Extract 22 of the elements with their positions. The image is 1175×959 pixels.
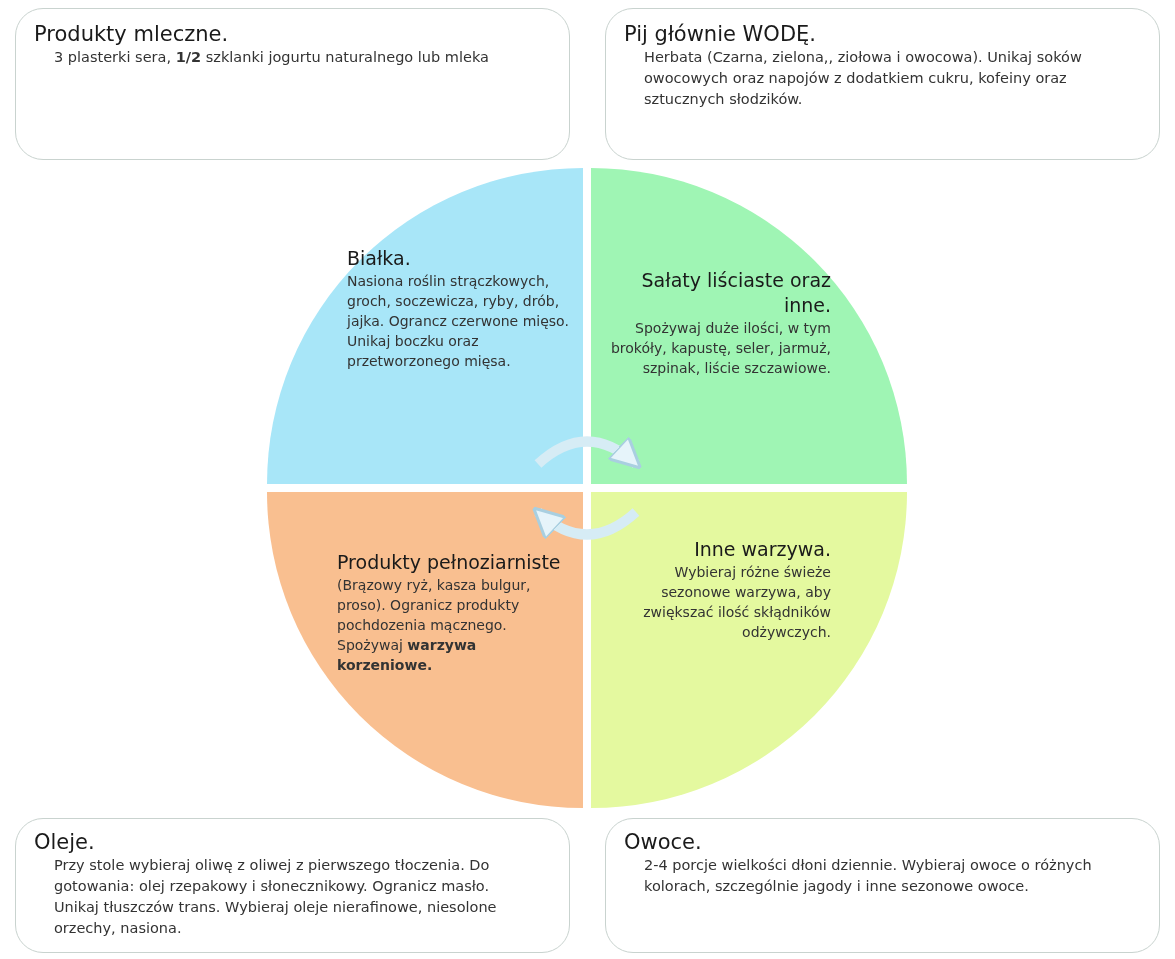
card-text: 3 plasterki sera, 1/2 szklanki jogurtu naturalnego lub mleka	[53, 48, 490, 67]
curved-arrow	[534, 435, 643, 470]
card-text: Przy stole wybieraj oliwę z oliwej z pierwszego tłoczenia. Do gotowania: olej rzepakowy i słonecznikowy. Ogranicz masło. Unikaj tłuszczów trans. Wybieraj oleje nierafinowe, niesolone orzechy, nasiona.	[53, 856, 498, 938]
card-text: 2-4 porcje wielkości dłoni dziennie. Wybieraj owoce o różnych kolorach, szczególnie jagody i inne sezonowe owoce.	[643, 856, 1093, 896]
card-heading: Oleje.	[34, 829, 96, 855]
card-heading: Produkty pełnoziarniste	[337, 550, 562, 575]
info-card	[605, 8, 1160, 160]
card-heading: Sałaty liściaste oraz inne.	[640, 268, 831, 318]
card-heading: Owoce.	[624, 829, 703, 855]
card-heading: Białka.	[347, 246, 412, 271]
card-heading: Inne warzywa.	[693, 537, 831, 562]
info-card	[605, 818, 1160, 953]
card-heading: Pij głównie WODĘ.	[624, 21, 817, 47]
card-text: Spożywaj duże ilości, w tym brokóły, kapustę, seler, jarmuż, szpinak, liście szczawiowe.	[609, 319, 831, 378]
card-text: (Brązowy ryż, kasza bulgur, proso). Ogranicz produkty pochdozenia mącznego. Spożywaj warzywa korzeniowe.	[337, 576, 532, 675]
info-card	[15, 8, 570, 160]
card-text: Wybieraj różne świeże sezonowe warzywa, aby zwiększać ilość skłądników odżywczych.	[642, 563, 831, 642]
card-text: Nasiona roślin strączkowych, groch, soczewicza, ryby, drób, jajka. Ograncz czerwone mięso. Unikaj boczku oraz przetworzonego mięsa.	[347, 272, 570, 371]
card-text: Herbata (Czarna, zielona,, ziołowa i owocowa). Unikaj soków owocowych oraz napojów z dodatkiem cukru, kofeiny oraz sztucznych słodzików.	[643, 48, 1083, 109]
curved-arrow	[531, 506, 640, 541]
card-heading: Produkty mleczne.	[34, 21, 230, 47]
info-card	[15, 818, 570, 953]
